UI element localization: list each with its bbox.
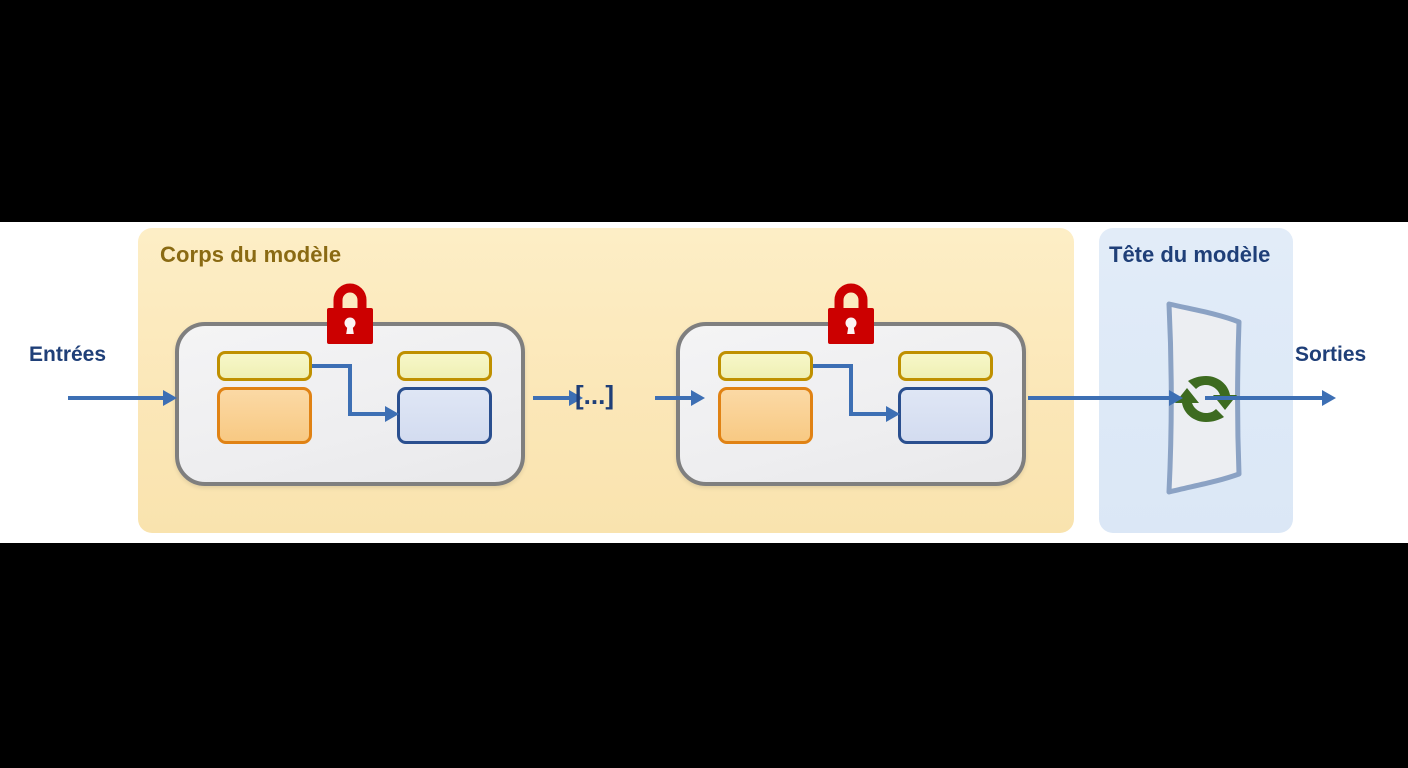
arrow-head-to-output xyxy=(1205,390,1336,406)
arrow-input-to-block-1 xyxy=(68,390,177,406)
norm-box xyxy=(898,351,993,381)
internal-connector xyxy=(348,412,388,416)
inputs-label: Entrées xyxy=(29,343,107,366)
letterbox-top xyxy=(0,0,1408,222)
transformer-block-1 xyxy=(175,283,525,486)
attention-box xyxy=(217,387,312,444)
internal-connector xyxy=(849,412,889,416)
arrow-ellipsis-to-block-2 xyxy=(655,390,705,406)
diagram-band: Corps du modèle Tête du modèle xyxy=(0,222,1408,543)
norm-box xyxy=(718,351,813,381)
plate-shape xyxy=(1166,301,1242,495)
lock-icon xyxy=(327,283,373,344)
outputs-label: Sorties xyxy=(1295,343,1367,366)
model-head-title: Tête du modèle xyxy=(1109,242,1271,267)
ellipsis-label: [...] xyxy=(575,380,614,410)
transformer-block-2 xyxy=(676,283,1026,486)
internal-connector xyxy=(348,364,352,416)
feedforward-box xyxy=(397,387,492,444)
recycle-icon xyxy=(1175,376,1237,422)
arrow-block-2-to-head xyxy=(1028,390,1183,406)
letterbox-bottom xyxy=(0,543,1408,768)
internal-connector-arrowhead xyxy=(385,406,399,422)
norm-box xyxy=(397,351,492,381)
arrow-block-1-to-ellipsis xyxy=(533,390,583,406)
internal-connector xyxy=(312,364,352,368)
internal-connector-arrowhead xyxy=(886,406,900,422)
model-body-title: Corps du modèle xyxy=(160,242,342,267)
feedforward-box xyxy=(898,387,993,444)
internal-connector xyxy=(813,364,853,368)
internal-connector xyxy=(849,364,853,416)
norm-box xyxy=(217,351,312,381)
lock-icon xyxy=(828,283,874,344)
attention-box xyxy=(718,387,813,444)
